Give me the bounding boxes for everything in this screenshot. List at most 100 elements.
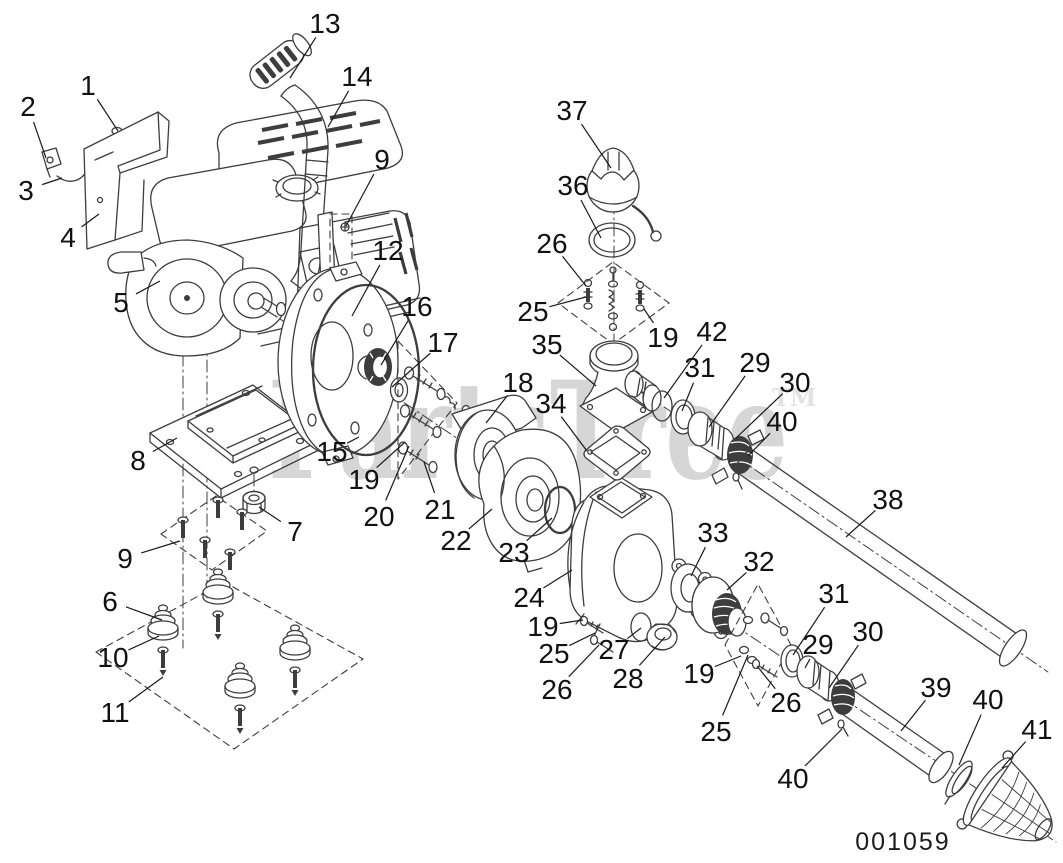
leader-line-19 <box>559 619 584 625</box>
leader-line-28 <box>638 636 666 666</box>
oring-42 <box>651 390 673 422</box>
heat-shield <box>83 111 170 250</box>
callout-30: 30 <box>852 616 883 647</box>
drain-plug-28 <box>646 623 678 651</box>
leader-line-25 <box>569 632 596 647</box>
leader-line-3 <box>41 177 63 186</box>
discharge-elbow <box>579 340 662 433</box>
stud-kit-9 <box>160 495 268 571</box>
callout-19: 19 <box>683 658 714 689</box>
leader-line-26 <box>756 665 776 690</box>
leader-line-31 <box>681 382 695 412</box>
leader-line-9 <box>345 173 375 227</box>
rubber-mount <box>279 624 311 696</box>
adapter-plate <box>277 261 399 466</box>
engine-side-vents <box>393 212 419 275</box>
leader-line-39 <box>900 699 926 732</box>
diagram-number: 001059 <box>855 828 950 856</box>
wire-part-3 <box>56 170 87 182</box>
callout-15: 15 <box>316 436 347 467</box>
cylinder-fins <box>344 212 395 256</box>
callout-39: 39 <box>920 672 951 703</box>
gasket-34 <box>583 425 651 481</box>
stud <box>212 496 224 518</box>
stud <box>236 508 248 530</box>
pump-housing <box>567 476 678 643</box>
callout-3: 3 <box>18 175 34 206</box>
volute-impeller <box>478 428 582 573</box>
leader-line-36 <box>580 199 602 239</box>
callout-13: 13 <box>309 8 340 39</box>
callout-36: 36 <box>557 170 588 201</box>
callout-6: 6 <box>102 586 118 617</box>
leader-line-25 <box>722 654 749 716</box>
callout-19: 19 <box>348 464 379 495</box>
leader-line-10 <box>128 635 160 651</box>
callout-11: 11 <box>100 697 129 728</box>
callout-5: 5 <box>113 287 129 318</box>
callout-26: 26 <box>536 228 567 259</box>
leader-line-40 <box>958 714 982 766</box>
callout-29: 29 <box>802 629 833 660</box>
callout-31: 31 <box>684 352 715 383</box>
leader-line-32 <box>726 571 747 591</box>
leader-line-35 <box>559 354 597 387</box>
leader-line-25 <box>549 296 587 308</box>
leader-line-30 <box>735 393 784 439</box>
callout-19: 19 <box>647 322 678 353</box>
leader-line-24 <box>543 569 573 589</box>
leader-line-9 <box>141 540 181 554</box>
housing-studs <box>579 615 614 653</box>
handle-grip <box>249 33 312 89</box>
leader-line-27 <box>627 627 642 640</box>
callout-25: 25 <box>700 716 731 747</box>
leader-line-11 <box>128 676 164 703</box>
callout-23: 23 <box>498 537 529 568</box>
leader-line-33 <box>690 546 706 577</box>
switch-part-2 <box>41 147 62 178</box>
leader-line-41 <box>1001 741 1027 769</box>
leader-line-6 <box>125 606 163 621</box>
callout-32: 32 <box>743 546 774 577</box>
leader-line-21 <box>423 461 436 494</box>
callout-29: 29 <box>739 347 770 378</box>
leader-line-19 <box>643 308 654 324</box>
bracket-screw-top <box>340 222 350 232</box>
leader-line-15 <box>346 436 360 444</box>
callout-2: 2 <box>20 91 36 122</box>
leader-line-23 <box>526 517 553 542</box>
leader-line-29 <box>708 375 746 428</box>
callout-40: 40 <box>766 406 797 437</box>
oring-27 <box>630 612 652 642</box>
leader-line-4 <box>81 213 100 228</box>
leader-line-17 <box>391 352 431 388</box>
leader-line-26 <box>568 644 600 678</box>
callout-21: 21 <box>424 494 455 525</box>
isolator-kit <box>95 568 364 750</box>
leader-line-34 <box>560 416 588 452</box>
leader-line-37 <box>580 123 612 169</box>
fuel-cap <box>272 174 321 202</box>
leader-line-16 <box>380 320 409 366</box>
oring-15 <box>311 283 421 457</box>
callout-9: 9 <box>117 543 133 574</box>
suction-strainer-41 <box>956 750 1053 842</box>
leader-line-19 <box>376 441 406 469</box>
callout-35: 35 <box>531 329 562 360</box>
callout-31: 31 <box>818 578 849 609</box>
callout-40: 40 <box>972 684 1003 715</box>
callout-4: 4 <box>60 222 76 253</box>
leader-line-30 <box>828 644 859 689</box>
callout-18: 18 <box>502 367 533 398</box>
threaded-port <box>624 370 662 412</box>
callout-41: 41 <box>1021 714 1052 745</box>
callout-19: 19 <box>527 611 558 642</box>
fuel-tank <box>150 158 307 253</box>
leader-line-40 <box>804 728 843 767</box>
bolt <box>399 404 442 439</box>
bolt-kit-triangle <box>397 340 483 480</box>
clamp-30-lower <box>817 673 867 737</box>
callout-25: 25 <box>538 638 569 669</box>
